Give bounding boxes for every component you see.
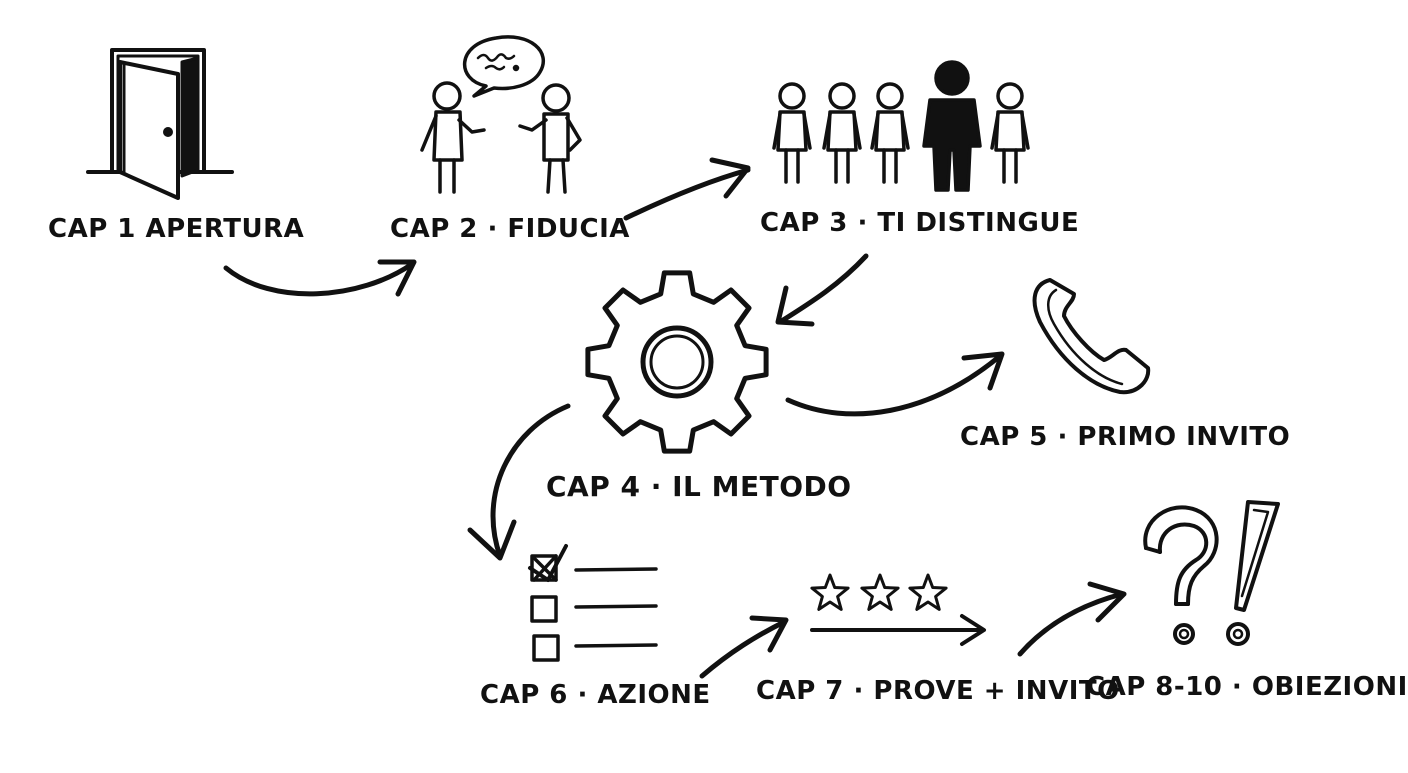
question-exclamation-icon	[1143, 500, 1280, 646]
checklist-icon	[528, 544, 658, 662]
arrow-cap2-to-cap3	[623, 157, 751, 221]
standout-person-icon	[772, 60, 1030, 192]
arrow-cap4-to-cap6	[467, 403, 571, 561]
phone-icon	[1032, 278, 1151, 395]
two-people-talking-icon	[420, 35, 582, 194]
three-stars-arrow-icon	[810, 573, 986, 646]
arrow-cap6-to-cap7	[699, 615, 789, 679]
step-label-cap1: CAP 1 APERTURA	[48, 214, 305, 244]
step-label-cap2: CAP 2 · FIDUCIA	[390, 214, 630, 244]
gear-icon	[585, 270, 769, 454]
arrow-cap3-to-cap4	[775, 253, 869, 327]
step-label-cap3: CAP 3 · TI DISTINGUE	[760, 208, 1080, 238]
arrow-cap4-to-cap5	[785, 351, 1005, 417]
step-label-cap7: CAP 7 · PROVE + INVITO	[756, 676, 1120, 706]
door-icon	[86, 48, 234, 200]
arrow-cap7-to-cap8	[1017, 581, 1127, 657]
step-label-cap6: CAP 6 · AZIONE	[480, 680, 711, 710]
step-label-cap5: CAP 5 · PRIMO INVITO	[960, 422, 1291, 452]
arrow-cap1-to-cap2	[223, 259, 417, 297]
chapter-flow-diagram: CAP 1 APERTURA CAP 2 · FIDUCIA CAP 3 · T…	[48, 35, 1407, 710]
step-label-cap8: CAP 8-10 · OBIEZIONI	[1086, 672, 1408, 702]
step-label-cap4: CAP 4 · IL METODO	[546, 470, 852, 503]
